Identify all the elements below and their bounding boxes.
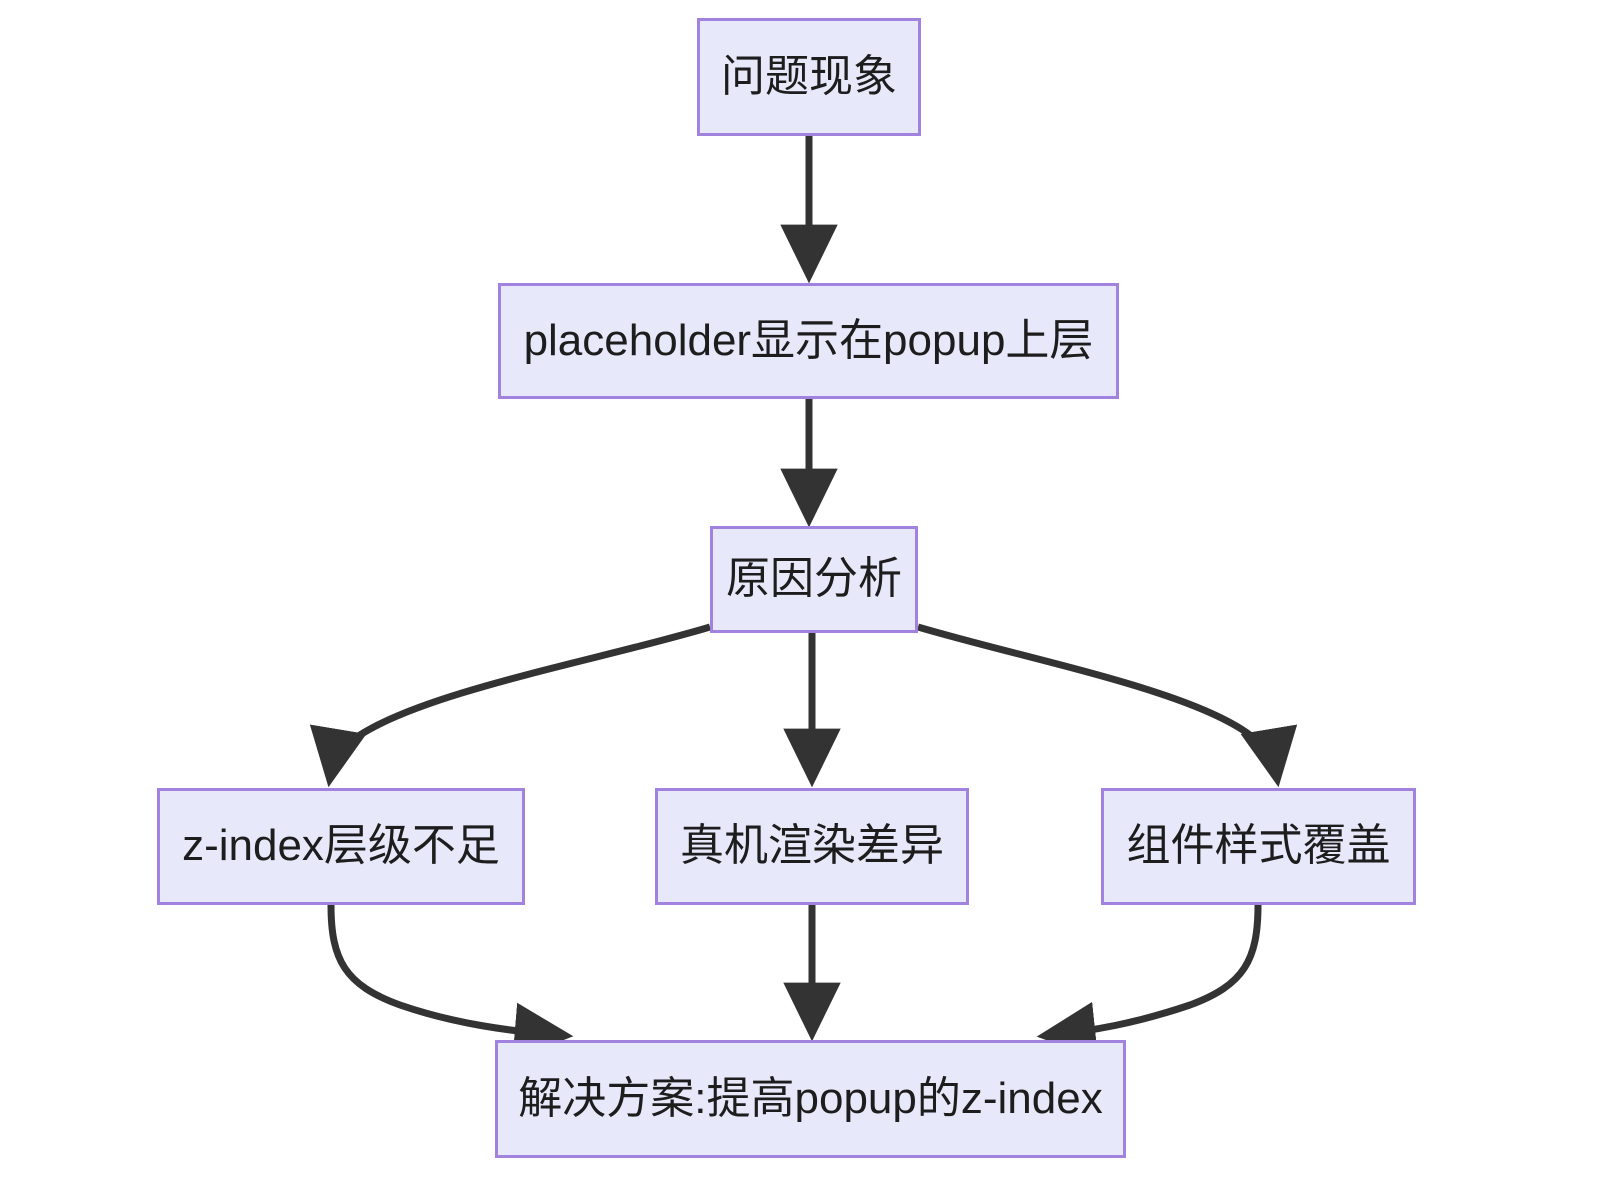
- node-problem[interactable]: 问题现象: [697, 18, 921, 136]
- edge-analysis-to-zindex: [309, 623, 712, 788]
- node-style-label: 组件样式覆盖: [1126, 821, 1391, 871]
- node-solution-label: 解决方案:提高popup的z-index: [518, 1073, 1103, 1123]
- node-analysis-label: 原因分析: [726, 554, 902, 604]
- edge-zindex-to-solution: [327, 904, 574, 1060]
- node-symptom-label: placeholder显示在popup上层: [523, 315, 1094, 365]
- node-analysis[interactable]: 原因分析: [710, 526, 918, 633]
- node-style[interactable]: 组件样式覆盖: [1101, 788, 1416, 905]
- node-render[interactable]: 真机渲染差异: [655, 788, 969, 905]
- node-zindex-label: z-index层级不足: [182, 821, 500, 871]
- node-problem-label: 问题现象: [721, 51, 897, 101]
- edge-analysis-to-style: [917, 623, 1298, 788]
- node-symptom[interactable]: placeholder显示在popup上层: [498, 283, 1119, 399]
- node-render-label: 真机渲染差异: [680, 821, 944, 871]
- edge-style-to-solution: [1036, 904, 1262, 1059]
- node-solution[interactable]: 解决方案:提高popup的z-index: [495, 1040, 1126, 1158]
- node-zindex[interactable]: z-index层级不足: [157, 788, 525, 905]
